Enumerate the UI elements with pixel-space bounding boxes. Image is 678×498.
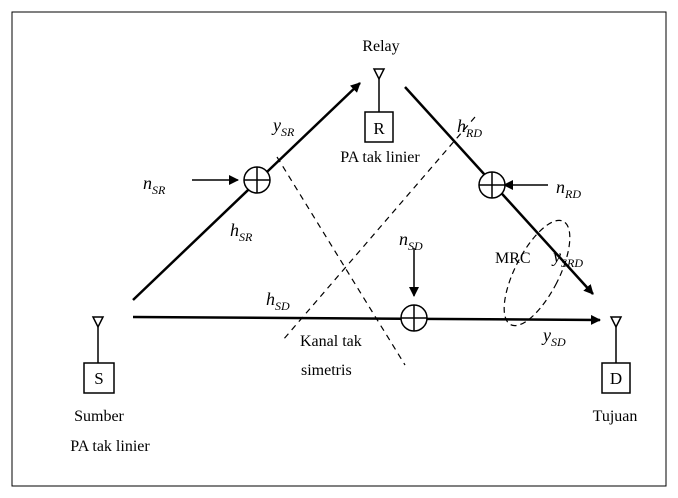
- destination-box-label: D: [610, 369, 622, 388]
- link-source-destination: [132, 314, 601, 325]
- adder-sd: [400, 304, 428, 332]
- relay-box: [364, 111, 394, 143]
- label-h-sd: hSD: [266, 289, 290, 313]
- destination-box: [601, 362, 631, 394]
- label-n-rd: nRD: [556, 177, 581, 201]
- relay-antenna-icon: [372, 68, 386, 112]
- destination-title: Tujuan: [593, 408, 638, 425]
- adder-sr: [243, 166, 271, 194]
- relay-title: Relay: [362, 38, 399, 55]
- source-title: Sumber: [74, 408, 124, 425]
- label-y-srd: ySRD: [551, 246, 583, 270]
- source-antenna-icon: [91, 316, 105, 363]
- label-y-sr: ySR: [271, 115, 295, 139]
- asymmetry-dash-line-1: [276, 156, 406, 366]
- source-box-label: S: [94, 369, 103, 388]
- mrc-label: MRC: [495, 250, 531, 267]
- label-h-sr: hSR: [230, 220, 253, 244]
- relay-box-label: R: [373, 119, 385, 138]
- adder-rd: [478, 171, 506, 199]
- source-pa-label: PA tak linier: [70, 438, 150, 455]
- label-h-rd: hRD: [457, 116, 482, 140]
- relay-pa-label: PA tak linier: [340, 149, 420, 166]
- label-n-sr: nSR: [143, 173, 166, 197]
- destination-antenna-icon: [609, 316, 623, 363]
- asymmetry-dash-line-2: [282, 116, 476, 341]
- mrc-ellipse: [503, 219, 571, 327]
- source-box: [83, 362, 115, 394]
- diagram-border: [11, 11, 667, 487]
- label-y-sd: ySD: [541, 325, 566, 349]
- label-n-sd: nSD: [399, 229, 423, 253]
- asymmetric-channel-label-line2: simetris: [301, 362, 352, 379]
- link-source-relay: [132, 82, 361, 301]
- asymmetric-channel-label-line1: Kanal tak: [300, 333, 362, 350]
